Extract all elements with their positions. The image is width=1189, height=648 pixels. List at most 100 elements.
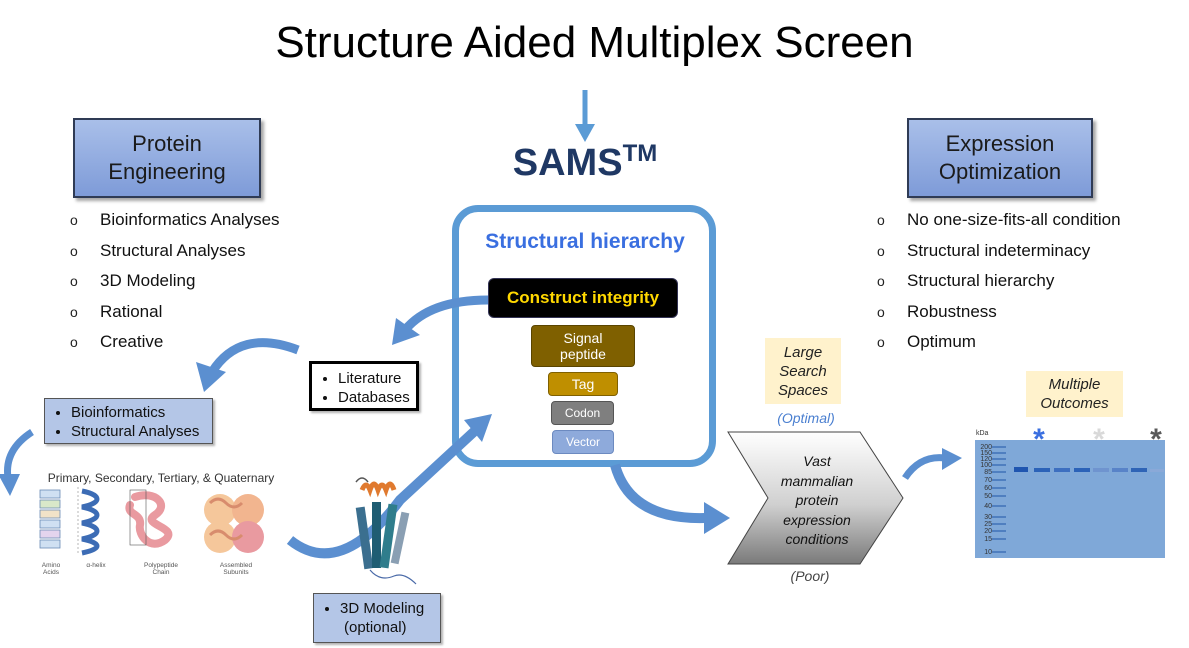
modeling-box: 3D Modeling (optional): [313, 593, 441, 643]
structural-hierarchy-title: Structural hierarchy: [485, 230, 685, 253]
search-line3: Spaces: [777, 382, 829, 399]
bioinformatics-item: Bioinformatics: [71, 403, 212, 422]
conditions-text: Vast mammalian protein expression condit…: [762, 452, 872, 550]
tag-block: Tag: [548, 372, 618, 396]
star-light-icon: *: [1089, 425, 1109, 455]
star-dark-icon: *: [1146, 425, 1166, 455]
caption-assembled-subunits: Assembled Subunits: [219, 562, 253, 576]
bullet-o-icon: o: [70, 303, 78, 320]
chevron-line: conditions: [785, 531, 849, 547]
large-search-spaces-note: Large Search Spaces: [765, 338, 841, 404]
sams-label: SAMSTM: [490, 140, 680, 185]
sds-page-gel: [975, 440, 1165, 558]
gel-band: [1112, 468, 1128, 472]
multiple-outcomes-note: Multiple Outcomes: [1026, 371, 1123, 417]
chevron-line: mammalian: [780, 472, 854, 489]
gel-band: [1131, 468, 1147, 472]
pe-header-line2: Engineering: [108, 159, 226, 184]
structural-analyses-item: Structural Analyses: [71, 422, 212, 441]
marker-label: 150: [980, 450, 992, 457]
eo-header-line2: Optimization: [938, 159, 1062, 184]
literature-item: Literature: [338, 369, 416, 388]
signal-line1: Signal: [563, 330, 603, 346]
star-best-icon: *: [1029, 425, 1049, 455]
bullet-o-icon: o: [877, 273, 885, 289]
ladder-lane: [992, 446, 1006, 553]
bullet-o-icon: o: [877, 303, 885, 320]
outcomes-line1: Multiple: [1048, 376, 1101, 393]
list-item-label: Structural indeterminacy: [907, 240, 1091, 260]
list-item-label: Structural Analyses: [100, 240, 246, 260]
gel-band: [1093, 468, 1109, 472]
marker-label: 40: [984, 503, 992, 510]
list-item-label: Robustness: [907, 301, 997, 321]
arrow-hierarchy-to-conditions: [610, 463, 730, 534]
marker-label: 120: [980, 456, 992, 463]
chevron-line: protein: [795, 492, 839, 508]
page-title: Structure Aided Multiplex Screen: [275, 18, 914, 67]
bullet-o-icon: o: [70, 212, 78, 228]
marker-label: 15: [984, 536, 992, 543]
poor-label: (Poor): [790, 568, 830, 584]
polypeptide-chain: [125, 489, 173, 548]
list-item-label: Bioinformatics Analyses: [100, 210, 280, 229]
eo-header-line1: Expression: [945, 131, 1055, 156]
gel-band: [1074, 468, 1090, 472]
databases-item: Databases: [338, 388, 416, 407]
arrow-conditions-to-gel: [902, 448, 962, 481]
marker-label: 20: [984, 528, 992, 535]
marker-label: 50: [984, 493, 992, 500]
bullet-o-icon: o: [877, 242, 885, 259]
optimal-label: (Optimal): [777, 410, 835, 426]
gel-kda-unit: kDa: [976, 430, 989, 437]
construct-integrity-block: Construct integrity: [488, 278, 678, 318]
gel-band: [1150, 469, 1164, 472]
protein-structure-illustration: [39, 487, 264, 556]
marker-label: 30: [984, 514, 992, 521]
marker-label: 100: [980, 462, 992, 469]
gel-band: [1014, 467, 1028, 472]
bullet-o-icon: o: [877, 212, 885, 228]
codon-block: Codon: [551, 401, 614, 425]
assembled-subunits: [204, 494, 264, 553]
gel-bands: [992, 446, 1164, 553]
sams-name: SAMS: [512, 142, 623, 184]
list-item: o 3D Modeling: [70, 266, 330, 297]
list-item-label: Optimum: [907, 332, 976, 351]
bullet-o-icon: o: [70, 273, 78, 289]
sams-trademark: TM: [622, 140, 658, 167]
list-item: o Structural indeterminacy: [877, 236, 1177, 267]
modeling-item: 3D Modeling: [340, 599, 440, 618]
signal-line2: peptide: [560, 346, 606, 362]
literature-databases-box: Literature Databases: [309, 361, 419, 411]
search-line1: Large: [783, 344, 823, 361]
list-item-label: Structural hierarchy: [907, 271, 1055, 290]
marker-label: 200: [980, 444, 992, 451]
loop-decorations: [355, 477, 397, 498]
list-item: o Structural Analyses: [70, 236, 330, 267]
structure-heading: Primary, Secondary, Tertiary, & Quaterna…: [47, 471, 275, 485]
bullet-o-icon: o: [70, 334, 78, 350]
search-line2: Search: [779, 363, 827, 380]
pe-header-line1: Protein: [132, 131, 202, 156]
caption-alpha-helix: α-helix: [86, 562, 106, 569]
bullet-o-icon: o: [70, 242, 78, 259]
marker-label: 85: [984, 469, 992, 476]
marker-label: 70: [984, 477, 992, 484]
marker-label: 60: [984, 485, 992, 492]
gel-band: [1034, 468, 1050, 472]
bullet-o-icon: o: [877, 334, 885, 350]
marker-label: 25: [984, 521, 992, 528]
list-item-label: 3D Modeling: [100, 271, 196, 290]
vector-block: Vector: [552, 430, 614, 454]
caption-amino-acids: Amino Acids: [41, 562, 61, 576]
caption-polypeptide-chain: Polypeptide Chain: [144, 562, 178, 576]
outcomes-line2: Outcomes: [1040, 395, 1109, 412]
